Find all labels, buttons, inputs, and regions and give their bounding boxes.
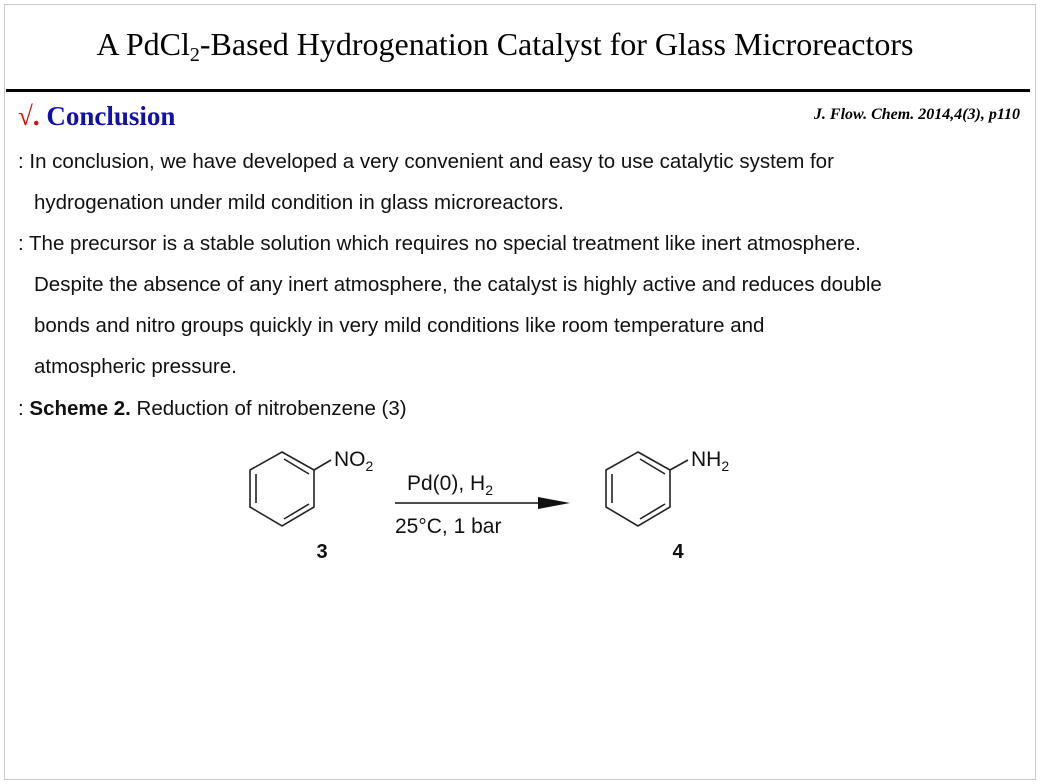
aniline-structure — [605, 451, 689, 527]
body-line: atmospheric pressure. — [34, 355, 237, 378]
conditions: 25°C, 1 bar — [395, 515, 501, 538]
nitrobenzene-structure — [249, 451, 332, 527]
slide-title: A PdCl2-Based Hydrogenation Catalyst for… — [96, 26, 914, 66]
body-line: : The precursor is a stable solution whi… — [18, 232, 861, 255]
check-icon: √. — [18, 101, 40, 131]
slide-frame — [4, 4, 1036, 780]
scheme-caption: : Scheme 2. Reduction of nitrobenzene (3… — [18, 397, 407, 420]
body-line: bonds and nitro groups quickly in very m… — [34, 314, 765, 337]
section-heading: √. Conclusion — [18, 101, 176, 131]
reactant-label: 3 — [316, 541, 327, 563]
citation: J. Flow. Chem. 2014,4(3), p110 — [813, 106, 1020, 123]
body-line: hydrogenation under mild condition in gl… — [34, 191, 564, 214]
body-line: : In conclusion, we have developed a ver… — [18, 150, 834, 173]
body-line: Despite the absence of any inert atmosph… — [34, 273, 882, 296]
amino-group: NH2 — [691, 448, 729, 474]
title-divider — [6, 89, 1030, 92]
product-label: 4 — [672, 541, 684, 563]
reagents: Pd(0), H2 — [407, 472, 493, 498]
arrow-head-icon — [538, 497, 570, 509]
nitro-group: NO2 — [334, 448, 374, 474]
